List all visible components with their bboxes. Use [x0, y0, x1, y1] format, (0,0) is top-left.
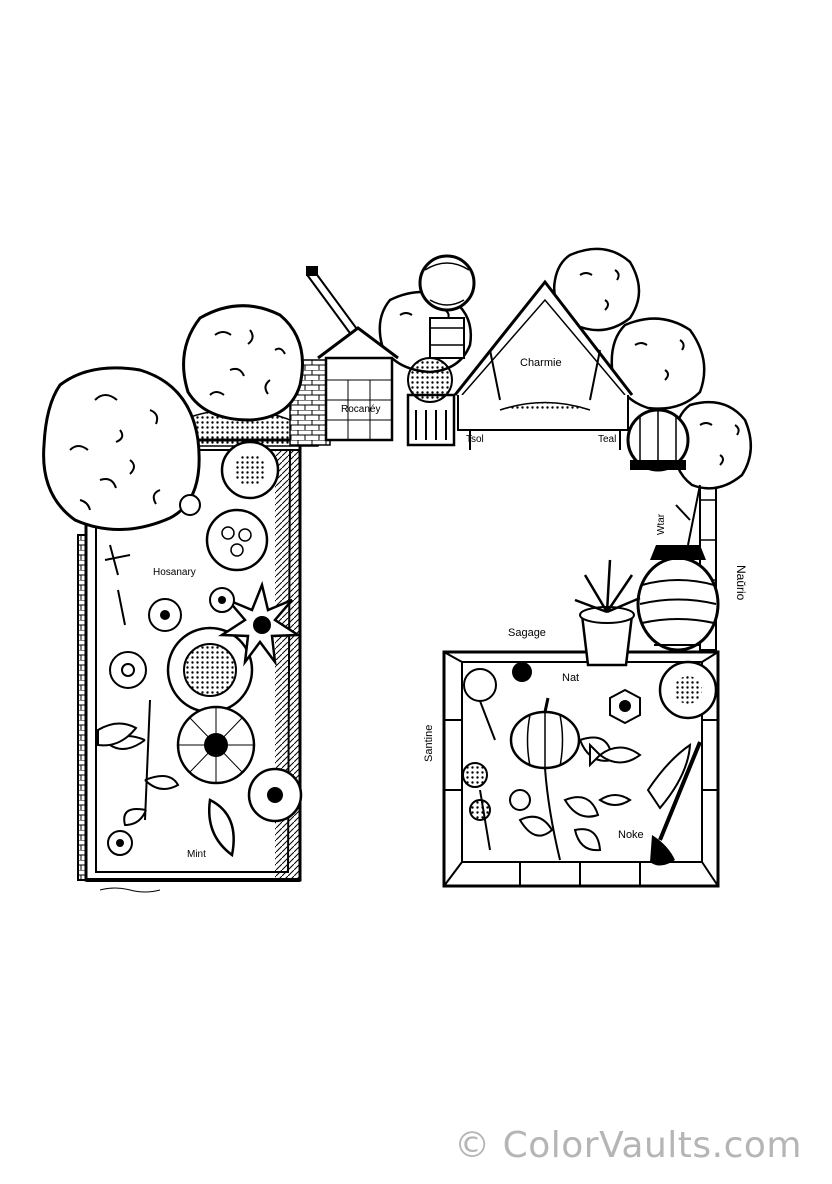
label-tool-right: Teal: [598, 434, 616, 445]
daisy-star: [218, 580, 302, 667]
berries: [462, 762, 531, 851]
watermark: © ColorVaults.com: [454, 1125, 802, 1166]
tree-large-left: [42, 366, 201, 532]
label-tool-left: Tsol: [466, 434, 484, 445]
small-flowers: [107, 494, 235, 856]
label-tent: Charmie: [520, 357, 562, 369]
fish-decor: [589, 742, 642, 806]
hydrangea: [205, 508, 269, 572]
flower-planter-box: [406, 357, 456, 447]
gerbera-right: [247, 767, 303, 823]
label-sage: Sagage: [508, 627, 546, 639]
plant-labels: Rocanéy Charmie Tsol Teal Hosanary Mint …: [153, 357, 748, 860]
telescope: [305, 266, 365, 343]
label-shed: Rocanéy: [341, 404, 380, 415]
shed: [317, 326, 399, 442]
label-nature: Naŭrio: [734, 565, 748, 601]
label-left-top: Hosanary: [153, 567, 196, 578]
garden-trowel: [646, 741, 702, 866]
potted-plant: [574, 559, 641, 667]
gerbera-bottom: [176, 705, 256, 785]
label-nat: Nat: [562, 672, 579, 684]
tree-right-1: [552, 247, 641, 332]
lantern: [626, 408, 690, 472]
label-left-bottom: Mint: [187, 849, 206, 860]
label-water: Wtar: [656, 513, 667, 535]
tree-left-2: [182, 304, 304, 422]
vine-leaves: [518, 736, 614, 861]
sunflower-top: [220, 440, 280, 500]
flower-cluster-top: [463, 662, 532, 741]
sunflower-large: [166, 626, 254, 714]
label-note: Noke: [618, 829, 644, 841]
tree-right-2: [610, 317, 706, 410]
leafy-stems: [97, 544, 235, 858]
hydrangea-right: [658, 660, 718, 720]
hedge-strip: [181, 359, 331, 447]
right-garden-bed: [442, 469, 720, 888]
tent: [453, 279, 634, 450]
label-santine: Santine: [423, 725, 435, 762]
globe: [418, 254, 476, 359]
hexagon-stone: [609, 688, 641, 725]
water-barrel: [636, 545, 720, 652]
